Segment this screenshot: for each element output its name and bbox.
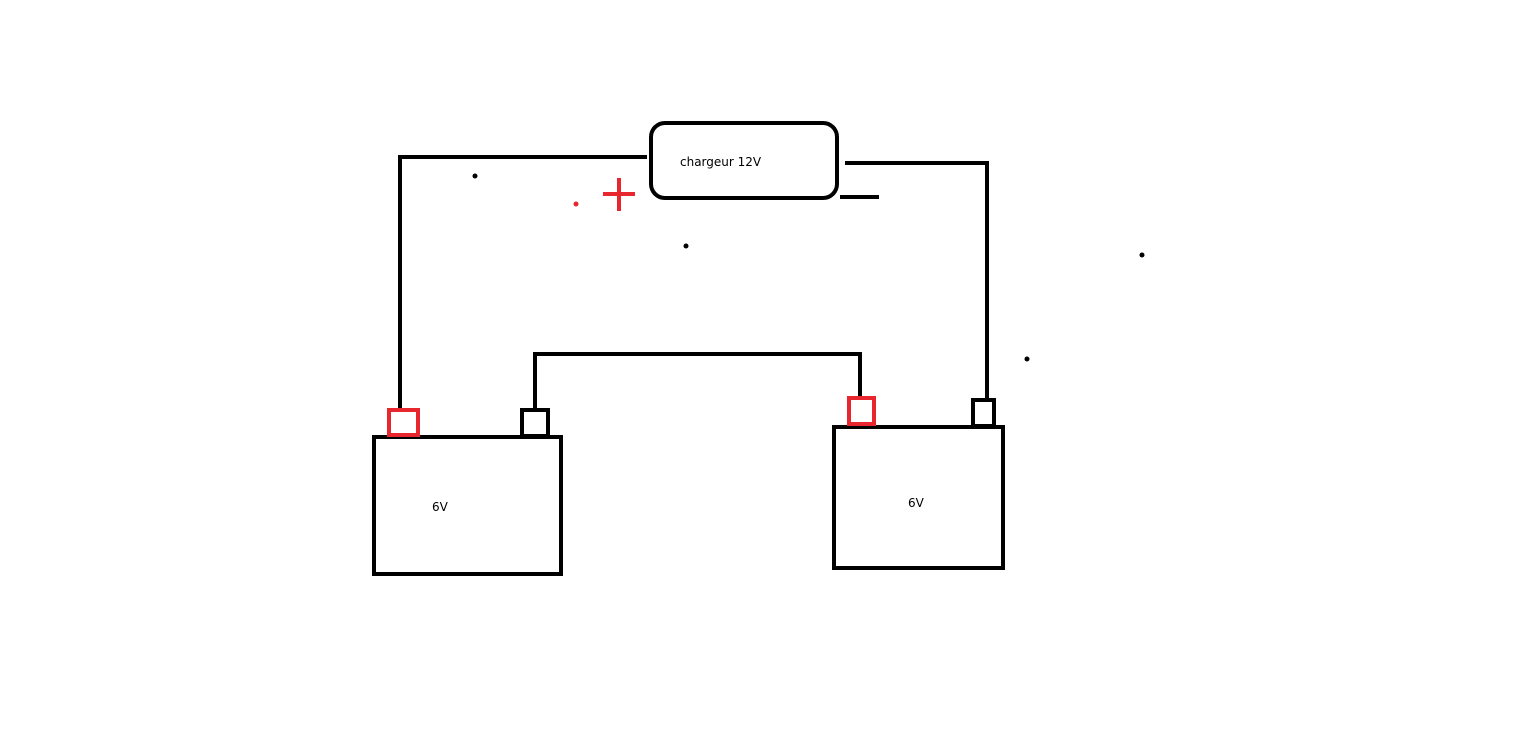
stray-dot — [683, 243, 689, 249]
battery-left-positive-terminal — [387, 408, 420, 437]
stray-dot — [1139, 252, 1145, 258]
battery-left — [372, 435, 563, 576]
battery-right — [832, 425, 1005, 570]
stray-dot — [1024, 356, 1030, 362]
charger-box — [649, 121, 839, 200]
battery-right-positive-terminal — [847, 396, 876, 426]
wire-charger-to-right-battery — [845, 161, 989, 400]
stray-dot — [573, 201, 579, 207]
wire-between-batteries — [533, 352, 862, 410]
stray-dot — [472, 173, 478, 179]
charger-label: chargeur 12V — [680, 155, 762, 169]
battery-right-negative-terminal — [971, 398, 996, 428]
battery-left-label: 6V — [432, 500, 449, 514]
wire-charger-to-left-battery — [398, 155, 647, 410]
plus-sign-icon — [603, 178, 635, 211]
battery-left-negative-terminal — [520, 408, 550, 438]
battery-right-label: 6V — [908, 496, 925, 510]
